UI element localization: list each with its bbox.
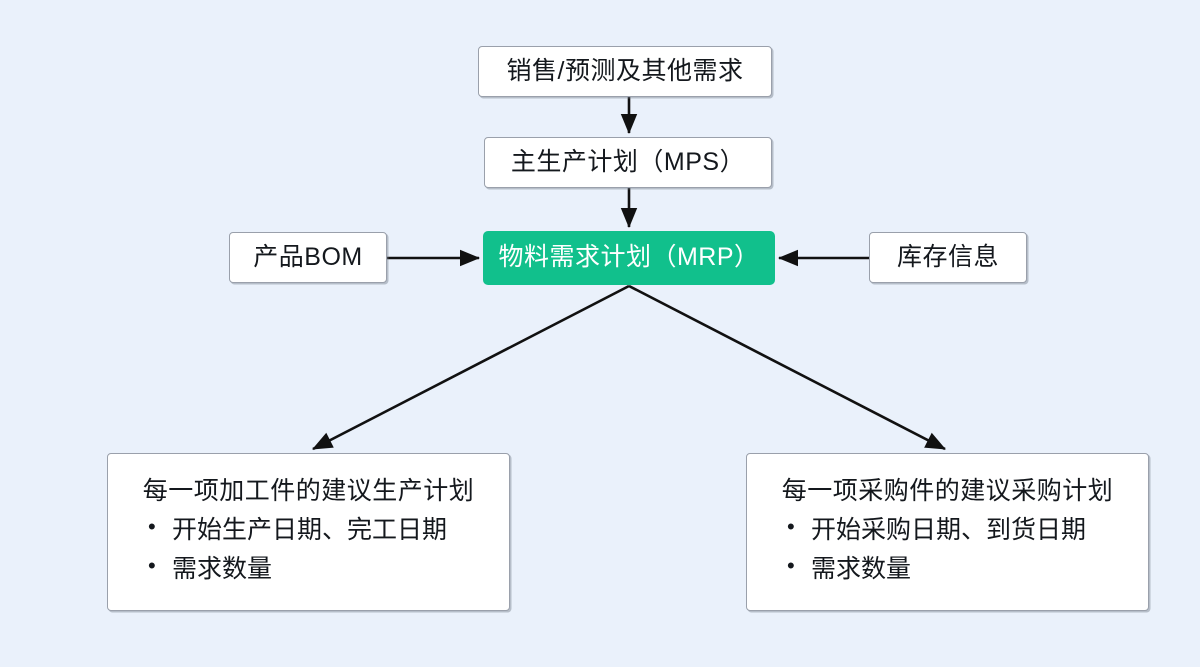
production-bullet-list: 开始生产日期、完工日期 需求数量 xyxy=(146,510,447,589)
list-item: 开始生产日期、完工日期 xyxy=(146,510,447,550)
list-item: 需求数量 xyxy=(146,549,447,589)
node-label: 库存信息 xyxy=(896,242,999,271)
purchase-bullet-list: 开始采购日期、到货日期 需求数量 xyxy=(785,510,1086,589)
node-label: 每一项加工件的建议生产计划 xyxy=(142,477,475,505)
node-suggested-purchase-plan[interactable]: 每一项采购件的建议采购计划 开始采购日期、到货日期 需求数量 xyxy=(746,453,1149,611)
node-label: 产品BOM xyxy=(253,242,363,271)
node-sales-forecast-demand[interactable]: 销售/预测及其他需求 xyxy=(478,46,772,97)
node-label: 每一项采购件的建议采购计划 xyxy=(781,477,1114,505)
node-master-production-schedule[interactable]: 主生产计划（MPS） xyxy=(484,137,772,188)
edge-mrp-to-purchase xyxy=(628,284,946,451)
node-label: 物料需求计划（MRP） xyxy=(498,243,760,272)
node-label: 主生产计划（MPS） xyxy=(510,147,746,176)
list-item: 开始采购日期、到货日期 xyxy=(785,510,1086,550)
node-material-requirements-planning[interactable]: 物料需求计划（MRP） xyxy=(483,231,775,285)
node-product-bom[interactable]: 产品BOM xyxy=(229,232,387,283)
node-suggested-production-plan[interactable]: 每一项加工件的建议生产计划 开始生产日期、完工日期 需求数量 xyxy=(107,453,510,611)
node-inventory-information[interactable]: 库存信息 xyxy=(869,232,1027,283)
edge-mrp-to-production xyxy=(312,284,630,451)
list-item: 需求数量 xyxy=(785,549,1086,589)
node-label: 销售/预测及其他需求 xyxy=(506,56,744,85)
